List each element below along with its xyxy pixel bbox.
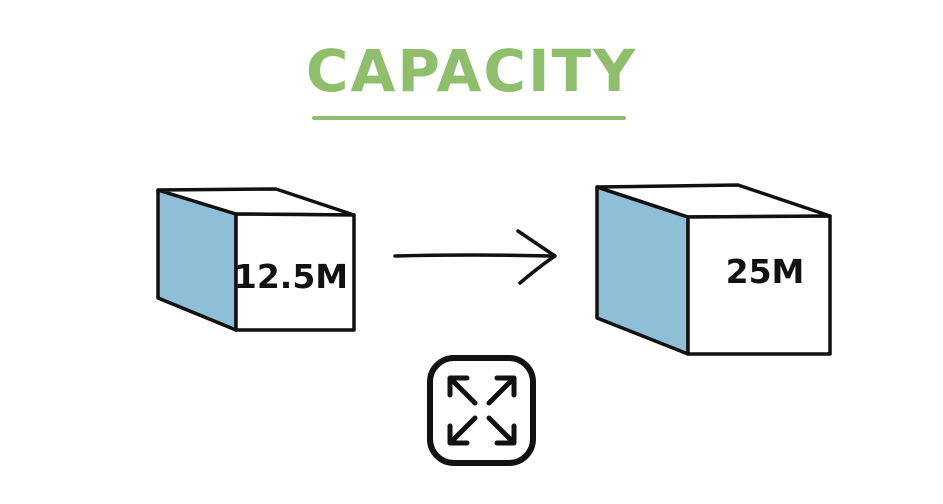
box-before-front-face bbox=[234, 212, 356, 332]
box-after-label: 25M bbox=[726, 252, 805, 291]
title-underline bbox=[312, 116, 626, 120]
box-after-front-face bbox=[686, 214, 832, 356]
box-after: 25M bbox=[595, 183, 832, 356]
expand-icon bbox=[427, 355, 536, 466]
box-before-label: 12.5M bbox=[234, 257, 348, 296]
right-arrow-icon bbox=[393, 229, 557, 285]
page-title: CAPACITY bbox=[305, 37, 638, 105]
box-before: 12.5M bbox=[156, 187, 356, 332]
